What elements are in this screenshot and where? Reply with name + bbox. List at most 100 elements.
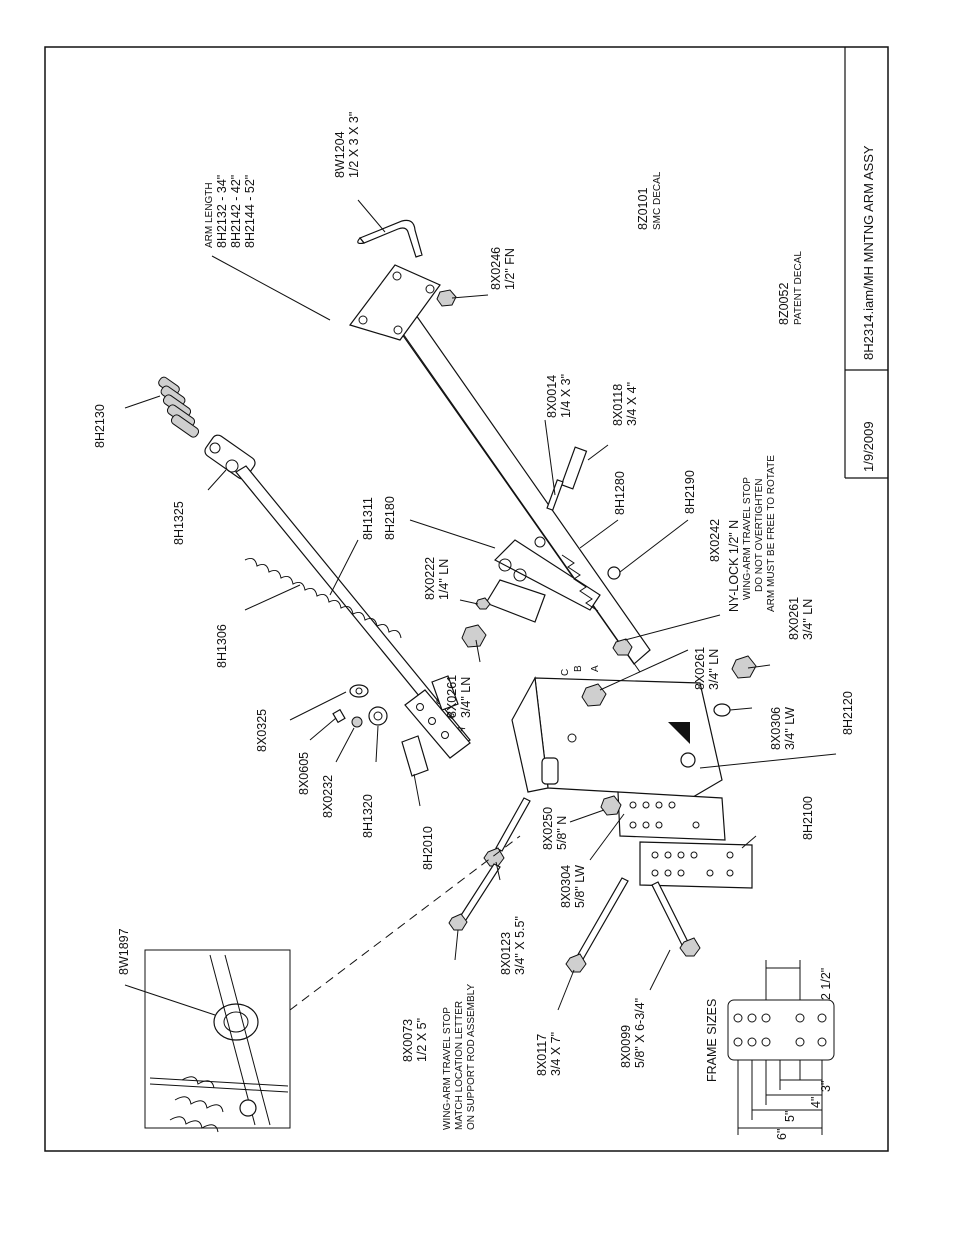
label-8H2180: 8H2180 — [383, 496, 397, 540]
spring-8H2130 — [158, 376, 200, 438]
label-8X0304: 8X0304 5/8" LW — [559, 865, 587, 908]
leader-lines — [124, 199, 837, 1016]
pin-8X0605 — [332, 708, 346, 724]
dim-2-1-2: 2 1/2" — [819, 968, 833, 1000]
nut-8X0232 — [351, 716, 363, 728]
label-8X0118: 8X0118 3/4 X 4" — [611, 382, 639, 426]
arm-end-plate — [349, 264, 441, 341]
part-desc: 3/4 X 7" — [549, 1032, 563, 1076]
part-number: 8H2180 — [383, 496, 397, 540]
plate-letter-c: C — [560, 669, 571, 676]
part-number: 8X0605 — [297, 752, 311, 795]
part-desc: 3/4" LW — [783, 707, 797, 750]
label-8X0123: 8X0123 3/4" X 5.5" — [499, 916, 527, 975]
title-block-name: 8H2314.iam/MH MNTNG ARM ASSY — [861, 145, 876, 360]
label-8X0605: 8X0605 — [297, 752, 311, 795]
plate-letter-a: A — [590, 665, 601, 672]
note-line: MATCH LOCATION LETTER — [454, 1001, 465, 1130]
bolt-8X0099 — [651, 881, 701, 957]
label-stop-note: NY-LOCK 1/2" N WING-ARM TRAVEL STOP DO N… — [727, 455, 777, 612]
part-desc: 3/4" LN — [707, 649, 721, 690]
label-8H1325: 8H1325 — [172, 501, 186, 545]
bushing-plate — [541, 757, 559, 785]
washer-8X0306 — [713, 703, 731, 717]
dim-4: 4" — [809, 1097, 823, 1108]
label-8X0261-a: 8X0261 3/4" LN — [445, 675, 473, 718]
plate-letter-b: B — [573, 665, 584, 672]
spring-8H1306 — [244, 558, 402, 639]
title-text: 8H2314.iam/MH MNTNG ARM ASSY — [861, 145, 876, 360]
frame-sizes — [727, 960, 835, 1135]
bolt-8X0073 — [448, 863, 501, 931]
label-8X0099: 8X0099 5/8" X 6-3/4" — [619, 998, 647, 1068]
label-frame-sizes: FRAME SIZES — [705, 999, 719, 1082]
part-desc: 5/8" X 6-3/4" — [633, 998, 647, 1068]
arm-tube — [349, 264, 651, 673]
part-desc: 1/2 X 5" — [415, 1018, 429, 1062]
pivot-bracket-8H2180 — [485, 536, 601, 623]
part-number: 8X0261 — [445, 675, 459, 718]
part-desc: 5/8" N — [555, 816, 569, 850]
bolt-8X0117 — [565, 877, 629, 973]
mount-plate-8H2120: C B A — [511, 665, 723, 829]
part-desc: 1/2 X 3 X 3" — [347, 112, 361, 178]
rod-letter-b: B — [445, 710, 458, 722]
bushing-8H1320 — [368, 706, 388, 726]
nut-8X0261a — [461, 624, 487, 648]
label-8W1897: 8W1897 — [117, 928, 131, 975]
dim-5: 5" — [783, 1111, 797, 1122]
part-desc: 5/8" LW — [573, 865, 587, 908]
part-number: 8H2130 — [93, 404, 107, 448]
nut-8X0250 — [600, 795, 622, 816]
part-desc: 3/4 X 4" — [625, 382, 639, 426]
dim-label: 4" — [809, 1097, 823, 1108]
sheet-border — [44, 46, 889, 1152]
part-number: 8Z0052 — [777, 283, 791, 325]
label-8X0232: 8X0232 — [321, 775, 335, 818]
part-number: 8Z0101 — [636, 188, 650, 230]
label-8X0014: 8X0014 1/4 X 3" — [545, 374, 573, 418]
part-number: 8X0118 — [611, 384, 625, 426]
arm-length-title: ARM LENGTH — [204, 182, 215, 248]
bolt-8X0123 — [483, 797, 531, 867]
date-text: 1/9/2009 — [861, 421, 876, 472]
part-desc: 3/4" X 5.5" — [513, 916, 527, 975]
note-line: ARM MUST BE FREE TO ROTATE — [766, 455, 777, 612]
nut-8X0246 — [436, 289, 457, 307]
part-number: 8X0014 — [545, 375, 559, 418]
label-8H2190: 8H2190 — [683, 470, 697, 514]
part-number: 8H2190 — [683, 470, 697, 514]
label-8H2010: 8H2010 — [421, 826, 435, 870]
label-8X0250: 8X0250 5/8" N — [541, 807, 569, 850]
nut-8X0261b — [612, 638, 633, 656]
label-8X0325: 8X0325 — [255, 709, 269, 752]
part-number: 8W1897 — [117, 928, 131, 975]
clamp-plate-8H2100 — [639, 841, 753, 889]
label-8X0246: 8X0246 1/2" FN — [489, 247, 517, 290]
part-desc: PATENT DECAL — [793, 251, 804, 325]
part-desc: 1/4" LN — [437, 559, 451, 600]
dim-label: 5" — [783, 1111, 797, 1122]
arm-length-34: 8H2132 - 34" — [215, 175, 229, 248]
part-number: 8H1311 — [361, 497, 375, 540]
spring-8H1280 — [561, 554, 599, 612]
note-line: WING-ARM TRAVEL STOP — [742, 477, 753, 600]
pin-8H2190 — [607, 566, 621, 580]
label-8X0073: 8X0073 1/2 X 5" — [401, 1018, 429, 1062]
dim-6: 6" — [775, 1129, 789, 1140]
arm-length-52: 8H2144 - 52" — [243, 175, 257, 248]
part-number: 8H2120 — [841, 691, 855, 735]
label-8H1280: 8H1280 — [613, 471, 627, 515]
label-8X0222: 8X0222 1/4" LN — [423, 557, 451, 600]
label-match-note: WING-ARM TRAVEL STOP MATCH LOCATION LETT… — [442, 984, 477, 1130]
label-8X0306: 8X0306 3/4" LW — [769, 707, 797, 750]
washer-8X0325 — [349, 684, 369, 698]
part-desc: 3/4" LN — [801, 599, 815, 640]
label-8X0117: 8X0117 3/4 X 7" — [535, 1032, 563, 1076]
dim-label: 6" — [775, 1129, 789, 1140]
detail-view-8W1897 — [144, 835, 521, 1133]
label-8H2100: 8H2100 — [801, 796, 815, 840]
dim-label: 3" — [819, 1081, 833, 1092]
label-8Z0101: 8Z0101 SMC DECAL — [636, 171, 663, 230]
